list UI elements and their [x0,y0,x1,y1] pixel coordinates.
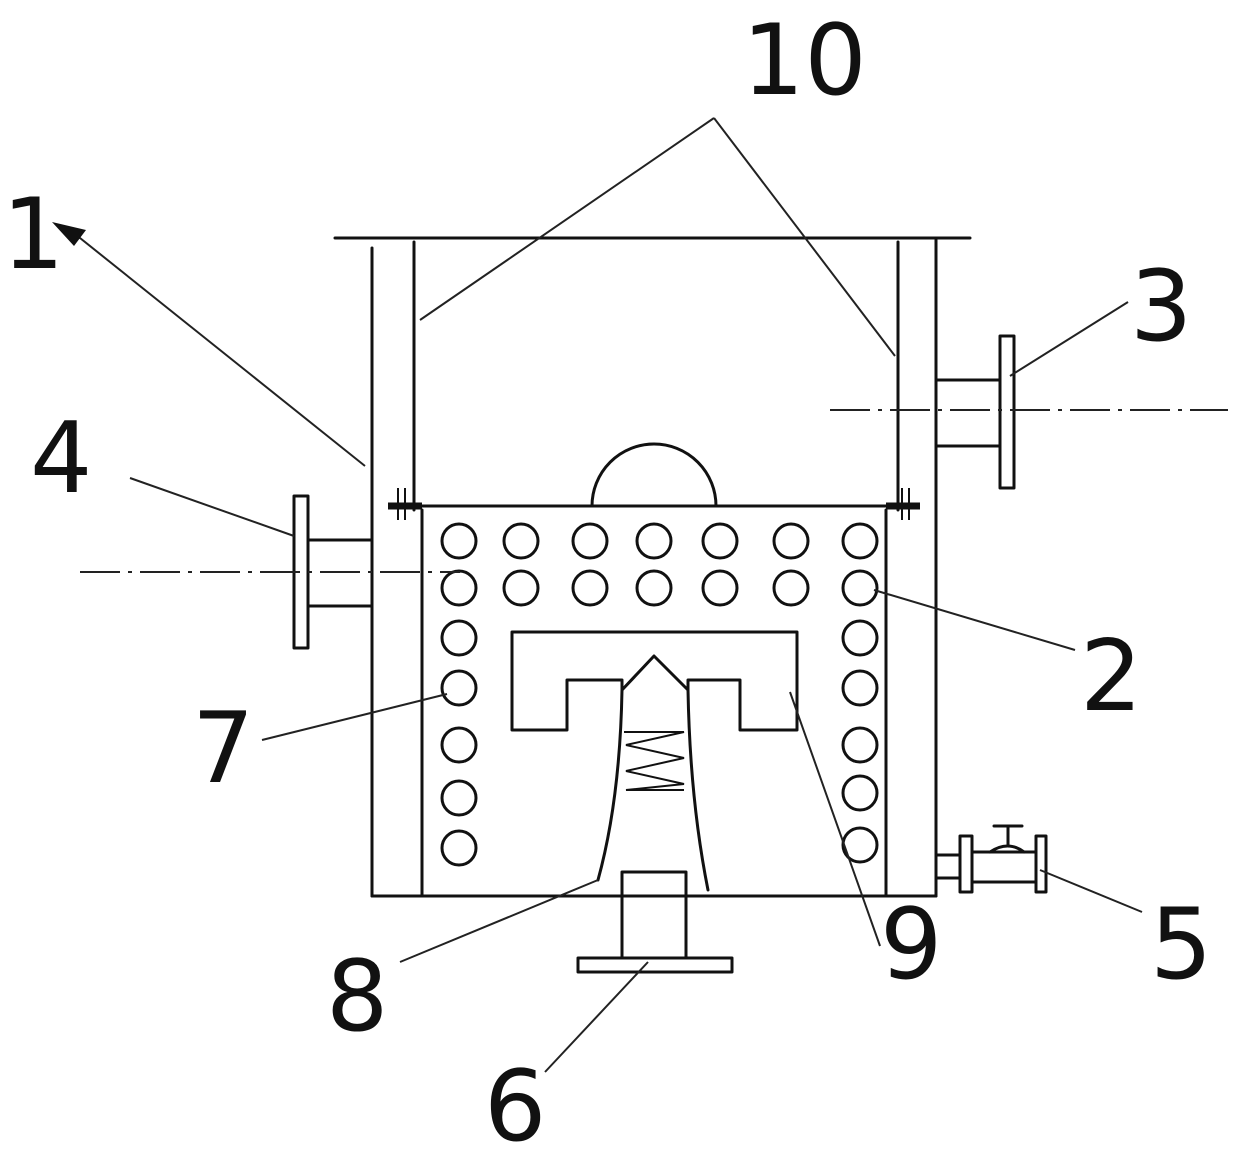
label-5: 5 [1150,888,1212,1002]
right-outlet-nozzle [934,334,1016,490]
inner-liner [412,240,900,898]
bottom-outlet [576,870,734,974]
label-7: 7 [192,692,254,806]
perforation-holes [440,522,879,867]
label-3: 3 [1130,250,1192,364]
spring [624,731,685,791]
label-8: 8 [326,940,388,1054]
lift-handle [590,442,718,508]
leader-lines [52,117,1143,1073]
label-9: 9 [880,888,942,1002]
label-6: 6 [484,1050,546,1150]
label-2: 2 [1080,620,1142,734]
label-1: 1 [2,178,64,292]
label-10: 10 [742,4,867,118]
cone-nozzle [596,688,710,892]
drain-valve [934,824,1048,894]
basket-top-plate [388,488,920,520]
deflector-cap [510,630,799,732]
label-4: 4 [30,402,92,516]
